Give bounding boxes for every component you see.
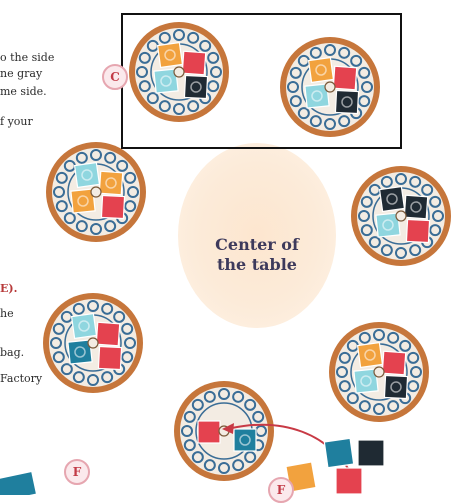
- instruction-fragment: bag.: [0, 346, 25, 359]
- tile-red: [332, 65, 358, 91]
- loose-tile-red: [335, 467, 363, 495]
- reference-marker-c: C: [102, 64, 128, 90]
- tile-orange: [156, 41, 184, 69]
- edge-tiles: [0, 472, 36, 495]
- tile-black: [403, 194, 429, 220]
- tile-orange: [307, 56, 335, 84]
- tile-red: [100, 194, 126, 220]
- instruction-fragment: he: [0, 307, 14, 320]
- tile-red: [381, 350, 407, 376]
- tile-light_blue: [73, 161, 101, 189]
- tile-black: [334, 89, 360, 115]
- tile-black: [183, 74, 209, 100]
- tile-black: [383, 374, 409, 400]
- instruction-fragment: ne gray: [0, 67, 43, 80]
- instruction-fragment-reference: E).: [0, 282, 18, 295]
- factory-display-bottom: [174, 381, 274, 481]
- factory-display-lower-right: [329, 322, 429, 422]
- factory-display-mid-left: [46, 142, 146, 242]
- tile-orange: [98, 170, 124, 196]
- tile-orange: [356, 341, 384, 369]
- tile-light_blue: [353, 368, 379, 394]
- tile-light_blue: [70, 312, 98, 340]
- tile-red: [95, 321, 121, 347]
- loose-tiles: [285, 437, 385, 495]
- tile-red: [97, 345, 123, 371]
- instruction-fragment: Factory: [0, 372, 43, 385]
- tile-teal: [67, 339, 93, 365]
- tile-black: [378, 185, 406, 213]
- instruction-fragment: me side.: [0, 85, 47, 98]
- tile-light_blue: [375, 212, 401, 238]
- center-of-table-area: [178, 143, 336, 328]
- factory-display-lower-left: [43, 293, 143, 393]
- factory-display-top-left: [129, 22, 229, 122]
- center-of-table-label: Center of the table: [215, 235, 299, 274]
- reference-marker-f: F: [268, 477, 294, 503]
- tile-light_blue: [153, 68, 179, 94]
- loose-tile-black: [357, 439, 385, 467]
- factory-display-mid-right: [351, 166, 451, 266]
- tile-red: [405, 218, 431, 244]
- tile-light_blue: [304, 83, 330, 109]
- tile-teal: [233, 428, 257, 452]
- instruction-fragment: f your: [0, 115, 33, 128]
- loose-tile-teal: [323, 437, 355, 469]
- factory-display-top-right: [280, 37, 380, 137]
- tile-orange: [70, 188, 96, 214]
- instruction-fragment: o the side: [0, 51, 55, 64]
- tile-red: [181, 50, 207, 76]
- reference-marker-f: F: [64, 459, 90, 485]
